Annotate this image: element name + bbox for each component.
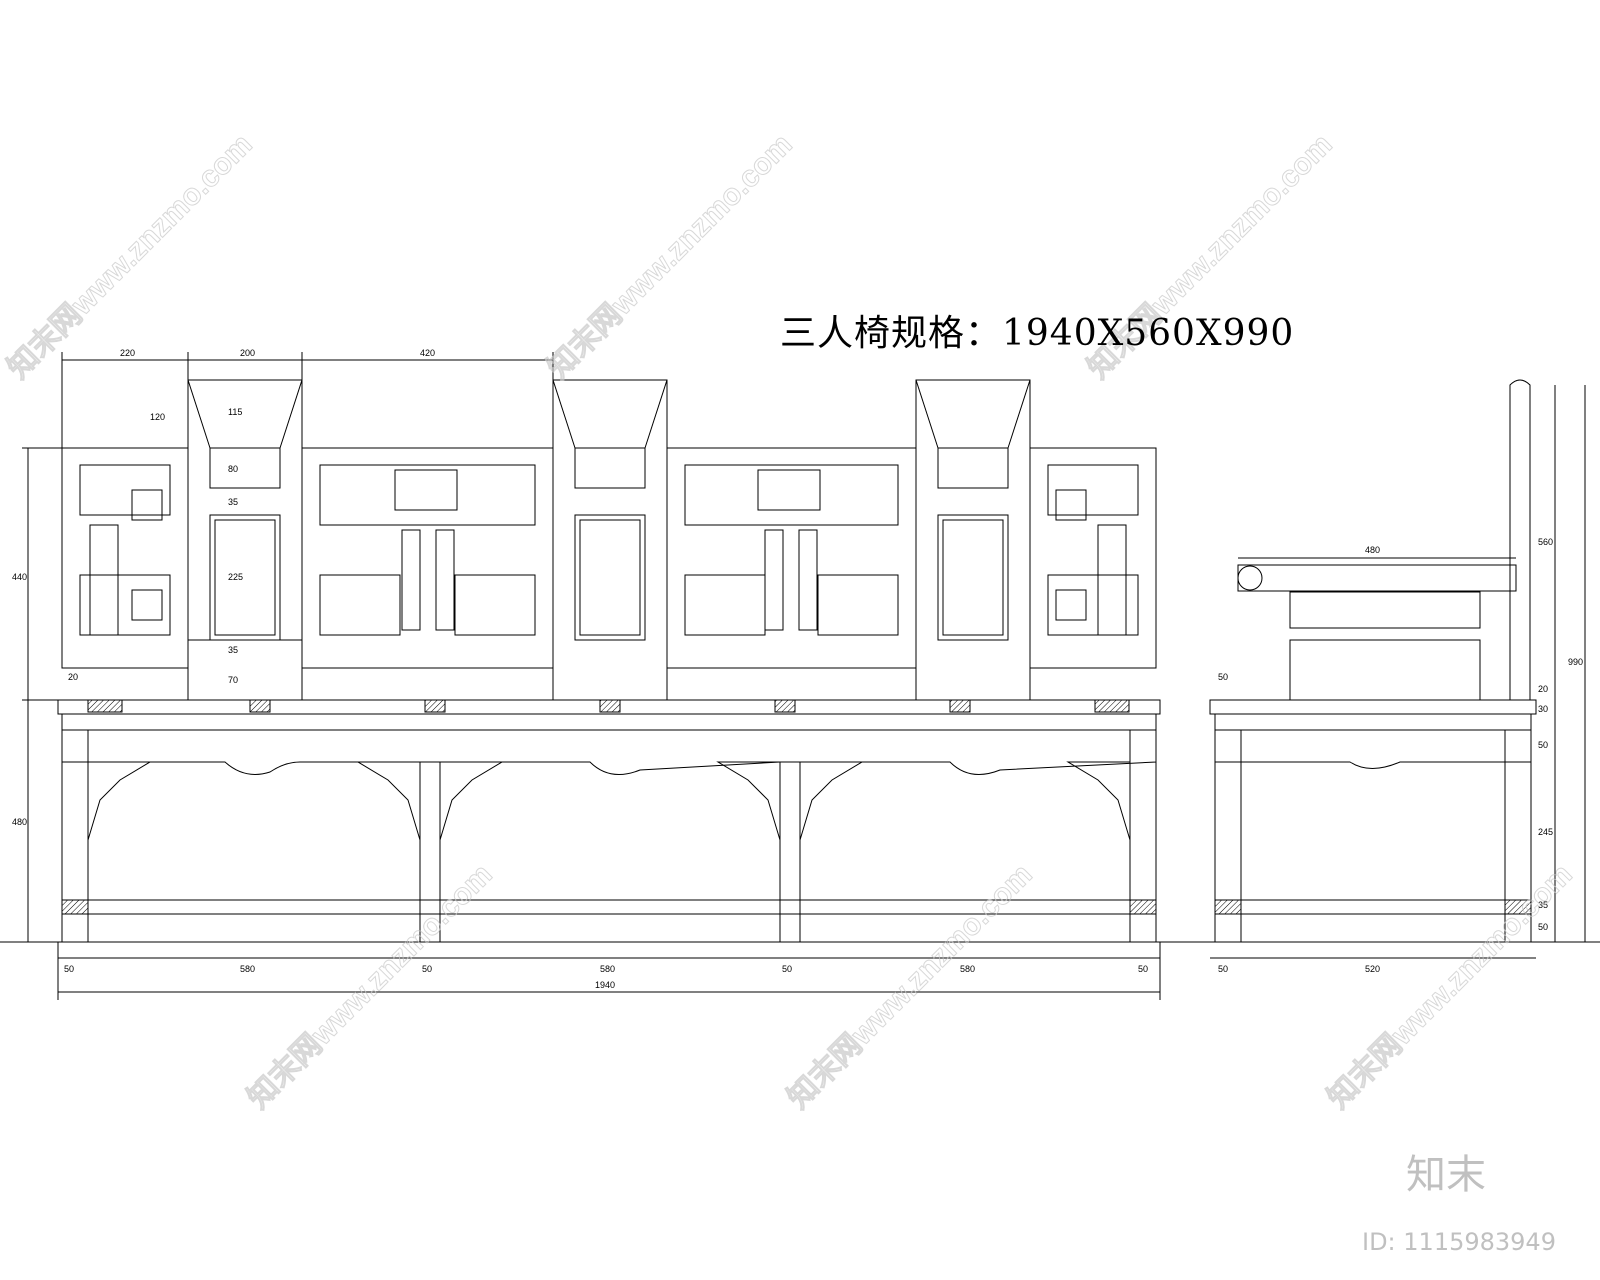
bottom-dim-2: 580 [240,964,255,974]
front-top-dim-1: 220 [120,348,135,358]
left-dim-3: 20 [68,672,78,682]
watermark: 知末网www.znzmo.com [2,128,259,385]
fret-panel-4 [1029,447,1157,669]
back-dim-2: 115 [228,407,242,417]
side-seat [1209,699,1537,715]
back-dim-1: 120 [150,412,165,422]
side-leg-right [1504,729,1532,943]
side-leg-left [1214,729,1242,943]
watermark: 知末网www.znzmo.com [242,858,499,1115]
leg-2 [419,761,441,943]
bottom-dim-5: 50 [782,964,792,974]
front-top-dim-2: 200 [240,348,255,358]
front-apron [61,729,1157,775]
front-top-dim-3: 420 [420,348,435,358]
bottom-dim-3: 50 [422,964,432,974]
side-right-dim-1: 560 [1538,537,1553,547]
side-right-dim-4: 30 [1538,704,1548,714]
side-right-dim-6: 245 [1538,827,1553,837]
back-post-right [915,379,1031,701]
side-arm [1237,564,1517,592]
back-post-left [187,379,303,701]
back-dim-6: 35 [228,645,238,655]
front-view [22,352,1161,1000]
back-post-center [552,379,668,701]
drawing-title: 三人椅规格：1940X560X990 [780,313,1295,354]
fret-panel-1 [61,447,189,669]
bottom-dim-1: 50 [64,964,74,974]
side-right-dim-8: 50 [1538,922,1548,932]
back-dim-3: 80 [228,464,238,474]
overall-width-dim: 1940 [595,980,615,990]
side-apron [1214,729,1532,769]
side-bottom-dim-1: 50 [1218,964,1228,974]
fret-panel-2 [301,447,554,669]
bottom-dim-4: 580 [600,964,615,974]
fret-panel-3 [666,447,917,669]
side-seat-depth-dim: 480 [1365,545,1380,555]
seat-front [57,699,1161,731]
watermark: 知末网www.znzmo.com [1322,858,1579,1115]
bottom-dim-7: 50 [1138,964,1148,974]
side-bottom-dim-2: 520 [1365,964,1380,974]
back-dim-5: 225 [228,572,243,582]
left-dim-1: 440 [12,572,27,582]
watermark: 知末网www.znzmo.com [782,858,1039,1115]
side-left-small-dim: 50 [1218,672,1228,682]
side-right-dim-5: 50 [1538,740,1548,750]
side-view [1209,379,1586,959]
back-dim-7: 70 [228,675,238,685]
image-id-label: ID: 1115983949 [1362,1228,1556,1256]
leg-3 [779,761,801,943]
brand-logo: 知末 [1406,1152,1486,1198]
side-right-dim-3: 20 [1538,684,1548,694]
side-right-dim-2: 990 [1568,657,1583,667]
watermark: 知末网www.znzmo.com [542,128,799,385]
side-right-dim-7: 35 [1538,900,1548,910]
side-back-post [1509,379,1531,701]
side-dimension-labels: 480 50 50 520 560 990 20 30 50 245 35 50 [1218,537,1583,974]
front-dimension-labels: 220 200 420 120 115 80 35 225 35 70 440 … [12,348,1148,990]
back-dim-4: 35 [228,497,238,507]
left-dim-2: 480 [12,817,27,827]
bottom-dim-6: 580 [960,964,975,974]
